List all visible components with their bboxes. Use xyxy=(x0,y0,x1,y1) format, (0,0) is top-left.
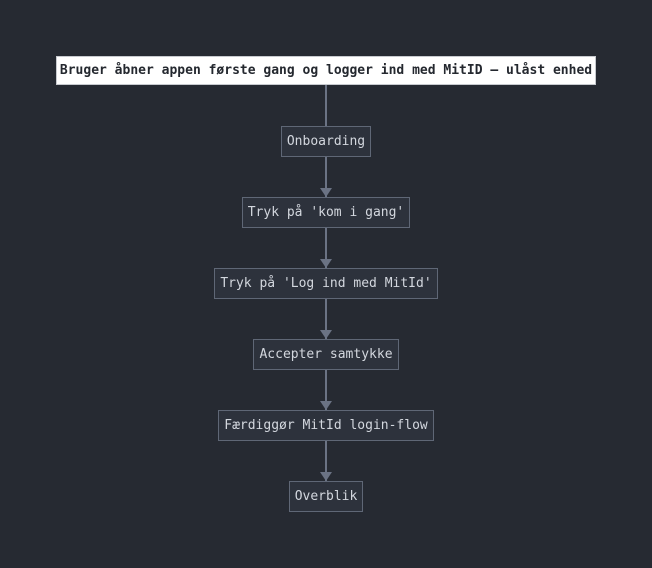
arrow-down-icon xyxy=(320,188,332,197)
edge-connector xyxy=(320,441,332,481)
edge-connector xyxy=(320,157,332,197)
flowchart-column: Bruger åbner appen første gang og logger… xyxy=(0,56,652,512)
arrow-down-icon xyxy=(320,259,332,268)
node-log-ind-med-mitid: Tryk på 'Log ind med MitId' xyxy=(214,268,438,299)
node-overblik: Overblik xyxy=(288,481,364,512)
node-onboarding: Onboarding xyxy=(280,126,372,157)
arrow-down-icon xyxy=(320,330,332,339)
node-accepter-samtykke: Accepter samtykke xyxy=(253,339,399,370)
node-faerdiggoer-mitid-login-flow: Færdiggør MitId login-flow xyxy=(218,410,434,441)
node-tryk-kom-i-gang: Tryk på 'kom i gang' xyxy=(241,197,411,228)
edge-connector xyxy=(320,370,332,410)
flow-start-title-node: Bruger åbner appen første gang og logger… xyxy=(55,56,597,85)
arrow-down-icon xyxy=(320,472,332,481)
arrow-down-icon xyxy=(320,401,332,410)
edge-connector xyxy=(320,299,332,339)
edge-connector xyxy=(320,228,332,268)
edge-connector xyxy=(325,85,327,126)
